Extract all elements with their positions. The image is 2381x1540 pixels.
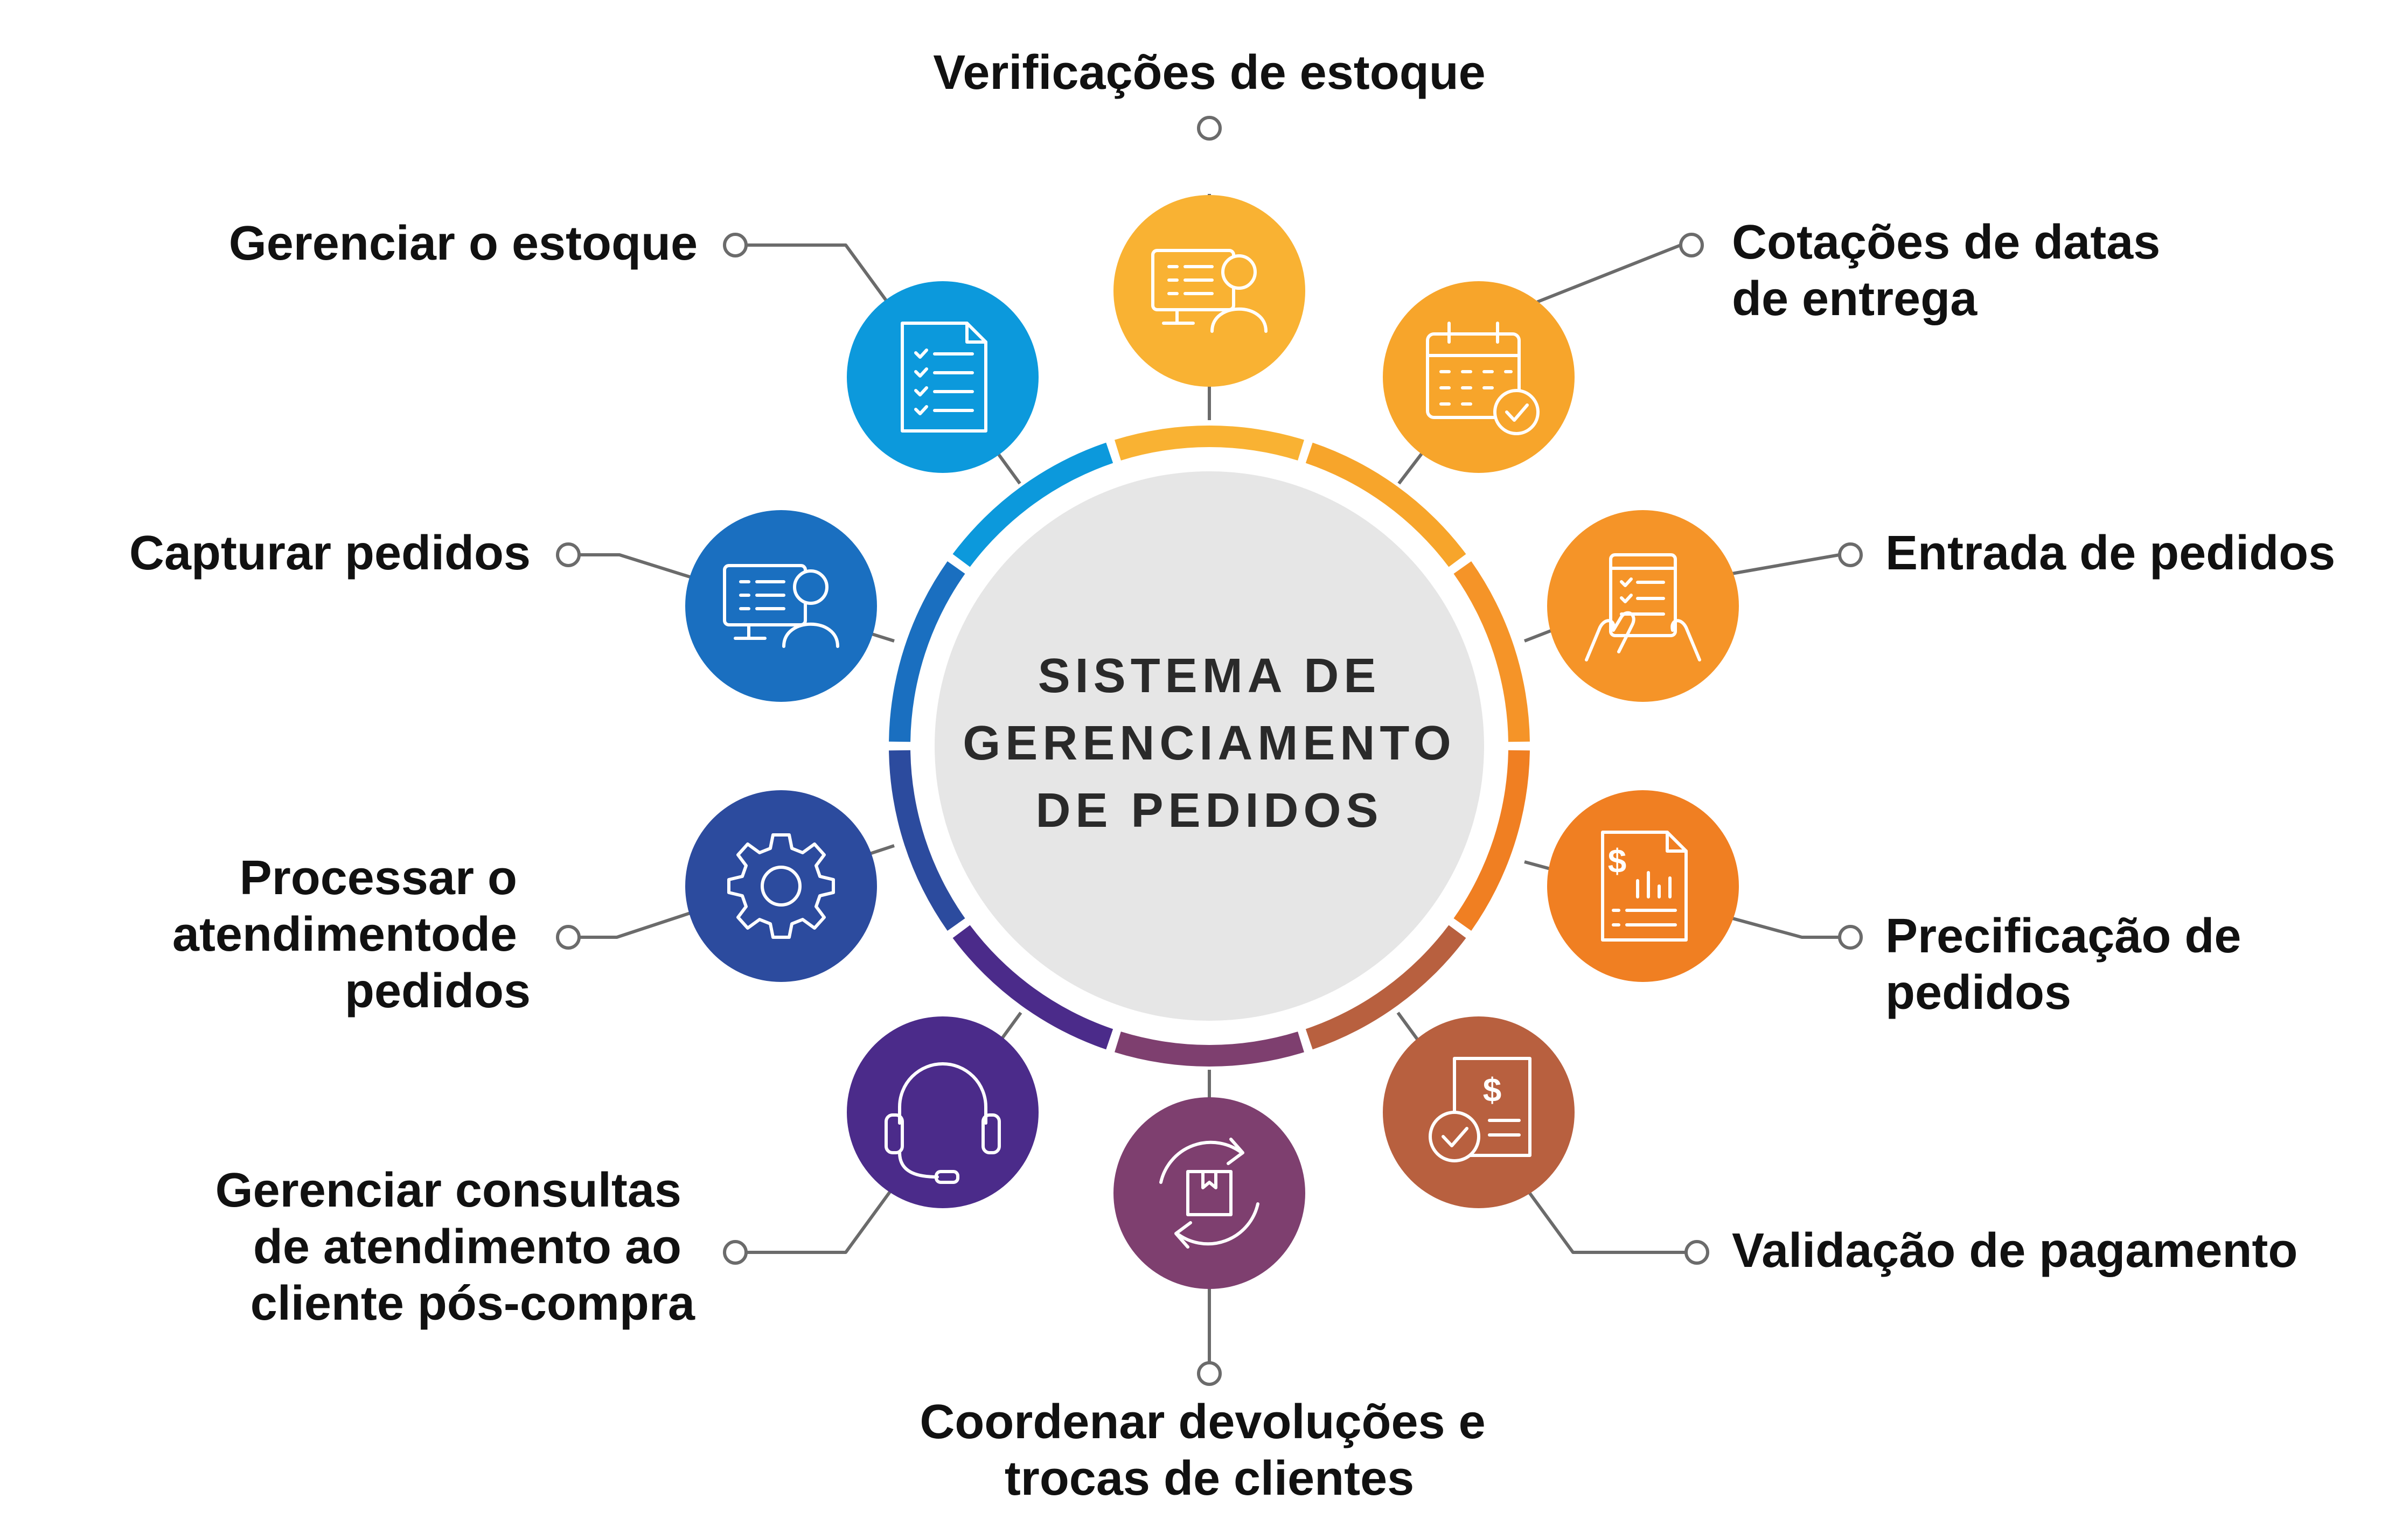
svg-text:$: $ [1483, 1072, 1501, 1109]
label-coordenar-devolucoes: Coordenar devoluções e trocas de cliente… [920, 1395, 1499, 1506]
label-precificacao-pedidos: Precificação de pedidos [1885, 909, 2254, 1020]
node-circle-verificacoes-estoque [1113, 195, 1305, 387]
ring-segment-precificacao-pedidos [1453, 750, 1530, 931]
center-title-line-1: SISTEMA DE [1038, 649, 1381, 703]
node-verificacoes-estoque [1113, 195, 1305, 387]
node-circle-validacao-pagamento [1383, 1016, 1575, 1208]
label-processar-line-2: atendimentode [172, 908, 517, 961]
label-gerenciar-estoque: Gerenciar o estoque [229, 217, 698, 270]
node-circle-precificacao-pedidos [1547, 790, 1739, 982]
dot-coordenar-devolucoes [1197, 1361, 1222, 1386]
dot-gerenciar-estoque [723, 233, 748, 257]
label-cotacoes-line-1: Cotações de datas [1732, 215, 2160, 269]
node-circle-coordenar-devolucoes [1113, 1097, 1305, 1289]
calendar-check-icon [1426, 322, 1540, 435]
svg-text:$: $ [1608, 843, 1626, 880]
node-circle-gerenciar-estoque [847, 281, 1039, 473]
center-title-line-3: DE PEDIDOS [1035, 784, 1383, 838]
dot-verificacoes-estoque [1197, 116, 1222, 141]
label-consultas-line-1: Gerenciar consultas [215, 1163, 681, 1217]
gear-icon [727, 833, 835, 939]
node-gerenciar-estoque [847, 281, 1039, 473]
node-coordenar-devolucoes [1113, 1097, 1305, 1289]
label-consultas-line-2: de atendimento ao [253, 1220, 681, 1274]
node-circle-processar-atendimento [685, 790, 877, 982]
tablet-hands-icon [1585, 553, 1701, 661]
ring-segment-cotacoes-datas-entrega [1305, 442, 1466, 567]
dot-precificacao-pedidos [1838, 925, 1863, 950]
dot-validacao-pagamento [1684, 1240, 1709, 1265]
center-hub [935, 471, 1484, 1021]
dot-entrada-pedidos [1838, 542, 1863, 567]
dot-gerenciar-consultas [723, 1240, 748, 1265]
node-circle-cotacoes-datas-entrega [1383, 281, 1575, 473]
label-capturar-line-1: Capturar pedidos [129, 526, 531, 580]
label-gerenciar-estoque-line-1: Gerenciar o estoque [229, 217, 698, 270]
label-cotacoes-line-2: de entrega [1732, 272, 1978, 326]
label-precificacao-line-1: Precificação de [1885, 909, 2241, 963]
label-precificacao-line-2: pedidos [1885, 966, 2071, 1020]
ring-segment-processar-atendimento [889, 750, 965, 931]
connector-dots [556, 116, 1863, 1386]
ring-segment-gerenciar-estoque [952, 442, 1113, 567]
label-cotacoes-datas-entrega: Cotações de datas de entrega [1732, 215, 2174, 326]
node-circle-gerenciar-consultas [847, 1016, 1039, 1208]
label-capturar-pedidos: Capturar pedidos [129, 526, 531, 580]
label-coordenar-line-1: Coordenar devoluções e [920, 1395, 1485, 1449]
ring-segment-gerenciar-consultas [952, 925, 1113, 1050]
node-entrada-pedidos [1547, 510, 1739, 702]
return-box-icon [1159, 1138, 1259, 1249]
ring-segment-entrada-pedidos [1453, 561, 1530, 742]
payment-check-icon: $ [1429, 1057, 1531, 1162]
node-circles: $ $ [685, 195, 1739, 1289]
node-cotacoes-datas-entrega [1383, 281, 1575, 473]
label-consultas-line-3: cliente pós-compra [250, 1277, 695, 1330]
node-validacao-pagamento: $ [1383, 1016, 1575, 1208]
label-verificacoes-estoque: Verificações de estoque [933, 46, 1485, 100]
dot-cotacoes-datas-entrega [1679, 233, 1704, 257]
ring-segment-verificacoes-estoque [1115, 426, 1304, 461]
label-entrada-pedidos: Entrada de pedidos [1885, 526, 2335, 580]
label-processar-atendimento: Processar o atendimentode pedidos [172, 851, 531, 1018]
node-labels: Verificações de estoque Cotações de data… [129, 46, 2335, 1506]
price-document-icon: $ [1601, 831, 1688, 942]
node-circle-entrada-pedidos [1547, 510, 1739, 702]
ring-segment-coordenar-devolucoes [1115, 1032, 1304, 1067]
label-validacao-pagamento: Validação de pagamento [1732, 1224, 2298, 1278]
node-processar-atendimento [685, 790, 877, 982]
checklist-icon [901, 322, 987, 433]
monitor-user-icon [1151, 249, 1268, 333]
monitor-user-icon [723, 564, 839, 648]
ring-segment-validacao-pagamento [1305, 925, 1466, 1050]
label-gerenciar-consultas: Gerenciar consultas de atendimento ao cl… [215, 1163, 695, 1330]
center-title-line-2: GERENCIAMENTO [963, 716, 1456, 770]
ring-segment-capturar-pedidos [889, 561, 965, 742]
node-precificacao-pedidos: $ [1547, 790, 1739, 982]
label-processar-line-1: Processar o [240, 851, 517, 905]
label-verificacoes-estoque-line-1: Verificações de estoque [933, 46, 1485, 100]
headset-icon [885, 1062, 1001, 1184]
node-gerenciar-consultas [847, 1016, 1039, 1208]
node-capturar-pedidos [685, 510, 877, 702]
dot-capturar-pedidos [556, 542, 581, 567]
dot-processar-atendimento [556, 925, 581, 950]
label-entrada-pedidos-line-1: Entrada de pedidos [1885, 526, 2335, 580]
node-circle-capturar-pedidos [685, 510, 877, 702]
label-processar-line-3: pedidos [345, 964, 531, 1018]
label-coordenar-line-2: trocas de clientes [1005, 1452, 1414, 1506]
label-validacao-line-1: Validação de pagamento [1732, 1224, 2298, 1278]
